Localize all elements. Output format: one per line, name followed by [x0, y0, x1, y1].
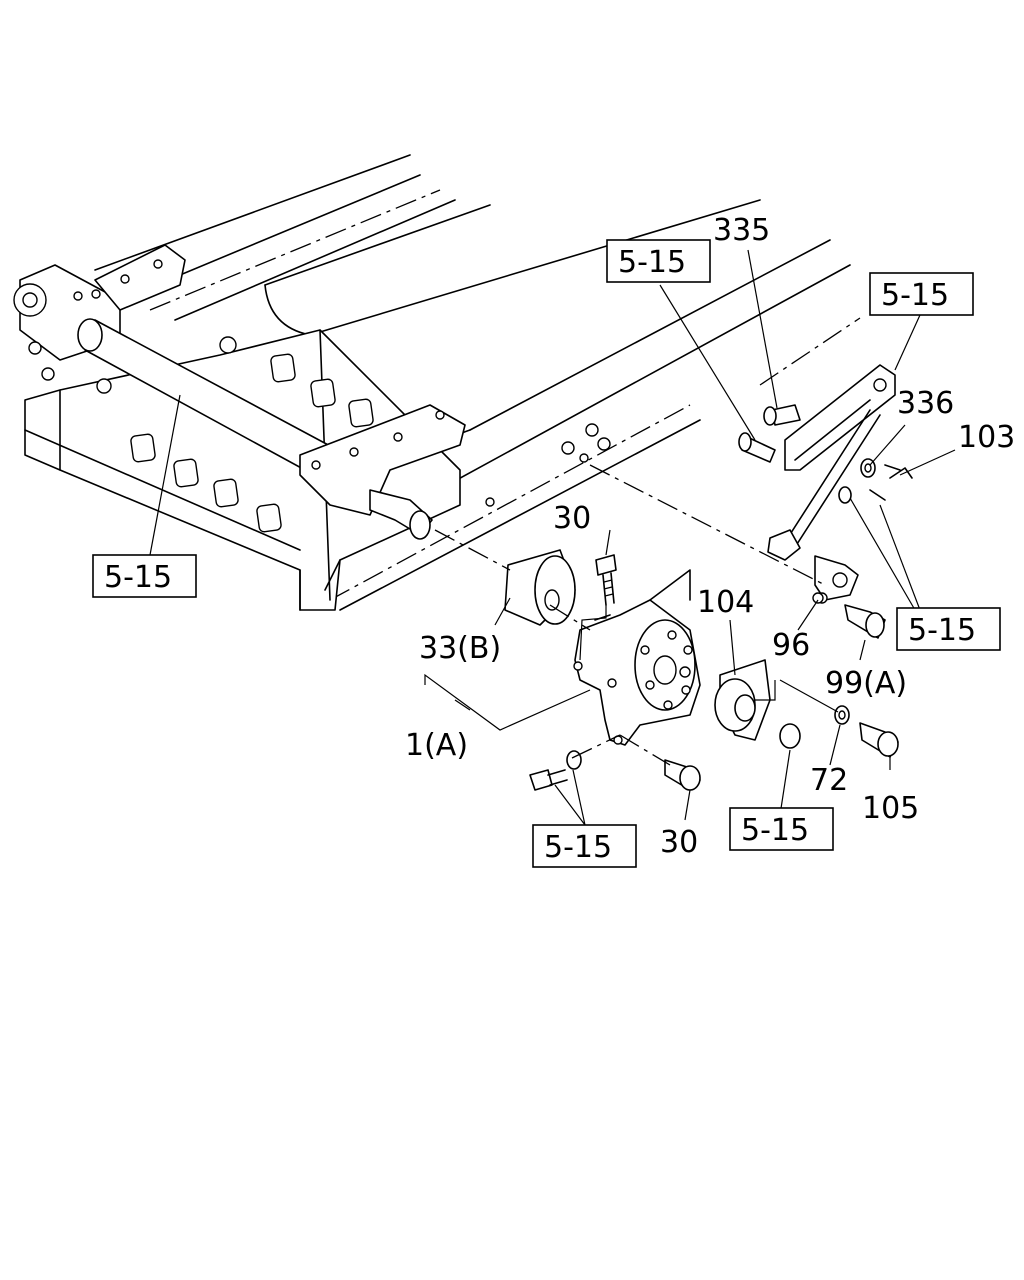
part-label-72: 72: [810, 763, 848, 798]
part-labels: 5-15 5-15 5-15 5-15 5-15 5-15 335 336 10…: [92, 213, 1015, 868]
leader-lines: [149, 249, 956, 826]
leaf-spring-assembly: [738, 364, 913, 604]
ref-label-right: 5-15: [908, 613, 976, 648]
ref-label-top-right: 5-15: [881, 278, 949, 313]
part-label-33b: 33(B): [419, 631, 501, 666]
ref-label-bottom-left: 5-15: [544, 830, 612, 865]
part-label-335: 335: [713, 213, 770, 248]
ref-label-left: 5-15: [104, 560, 172, 595]
part-label-30-bottom: 30: [660, 825, 698, 860]
part-label-30-top: 30: [553, 501, 591, 536]
ref-box-bottom-left: [532, 824, 637, 868]
ref-box-right: [896, 607, 1001, 651]
ref-box-top-right: [869, 272, 974, 316]
mount-parts: [504, 549, 899, 791]
ref-box-top: [606, 239, 711, 283]
part-label-99a: 99(A): [825, 666, 907, 701]
part-label-1a: 1(A): [405, 728, 468, 763]
ref-label-bottom: 5-15: [741, 813, 809, 848]
part-label-336: 336: [897, 386, 954, 421]
ref-box-left: [92, 554, 197, 598]
part-label-104: 104: [697, 585, 754, 620]
part-label-103: 103: [958, 420, 1015, 455]
chassis-frame: [13, 154, 861, 611]
ref-box-bottom: [729, 807, 834, 851]
ref-label-top: 5-15: [618, 245, 686, 280]
part-label-96: 96: [772, 628, 810, 663]
part-label-105: 105: [862, 791, 919, 826]
